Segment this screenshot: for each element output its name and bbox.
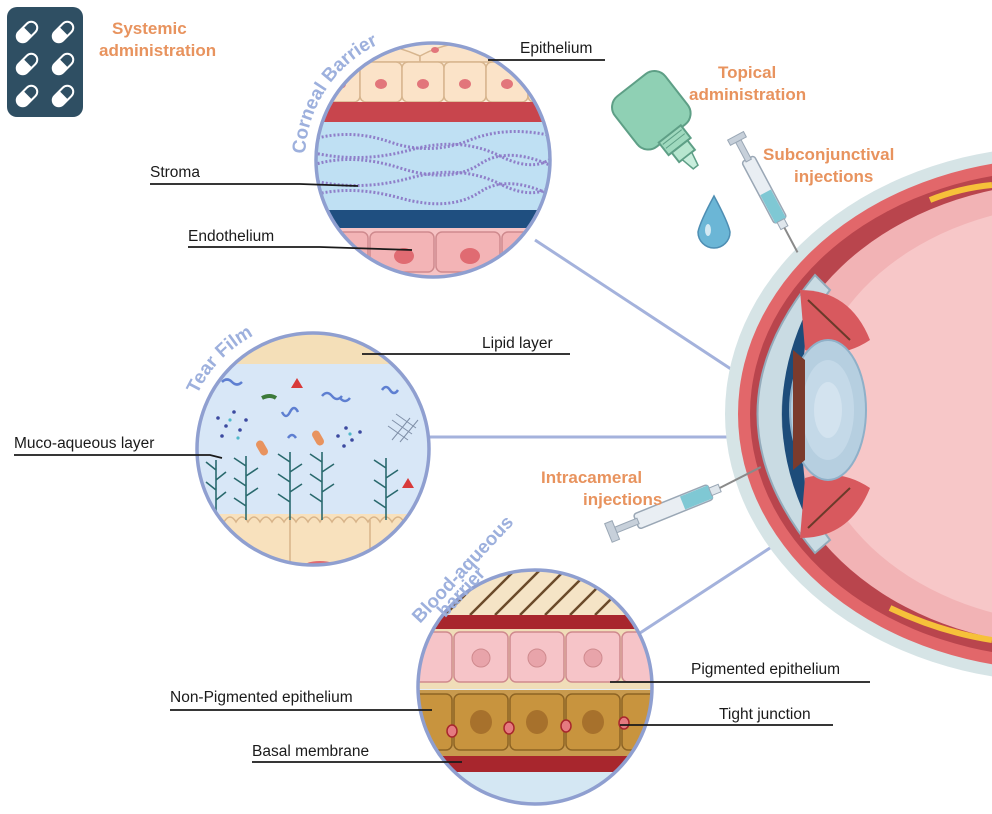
systemic-label-line2: administration xyxy=(99,41,216,60)
lipid-layer-label: Lipid layer xyxy=(482,335,553,352)
basal-membrane-label: Basal membrane xyxy=(252,743,369,760)
muco-aqueous-label: Muco-aqueous layer xyxy=(14,435,154,452)
pill-box-icon xyxy=(7,7,83,117)
epithelium-label: Epithelium xyxy=(520,40,592,57)
water-drop-icon xyxy=(698,196,730,248)
eye-cross-section xyxy=(725,146,992,682)
topical-label-line2: administration xyxy=(689,85,806,104)
tight-junction-label: Tight junction xyxy=(719,706,811,723)
intracameral-label-line2: injections xyxy=(583,490,662,509)
non-pigmented-epithelium-label: Non-Pigmented epithelium xyxy=(170,689,353,706)
topical-label-line1: Topical xyxy=(718,63,776,82)
endothelium-label: Endothelium xyxy=(188,228,274,245)
pigmented-epithelium-label: Pigmented epithelium xyxy=(691,661,840,678)
eye-drop-bottle-icon xyxy=(606,65,720,186)
corneal-barrier-circle xyxy=(310,40,570,280)
systemic-label-line1: Systemic xyxy=(112,19,187,38)
intracameral-label-line1: Intracameral xyxy=(541,468,642,487)
stroma-label: Stroma xyxy=(150,164,200,181)
subconjunctival-label-line1: Subconjunctival xyxy=(763,145,894,164)
subconjunctival-label-line2: injections xyxy=(794,167,873,186)
tear-film-circle xyxy=(190,330,440,575)
